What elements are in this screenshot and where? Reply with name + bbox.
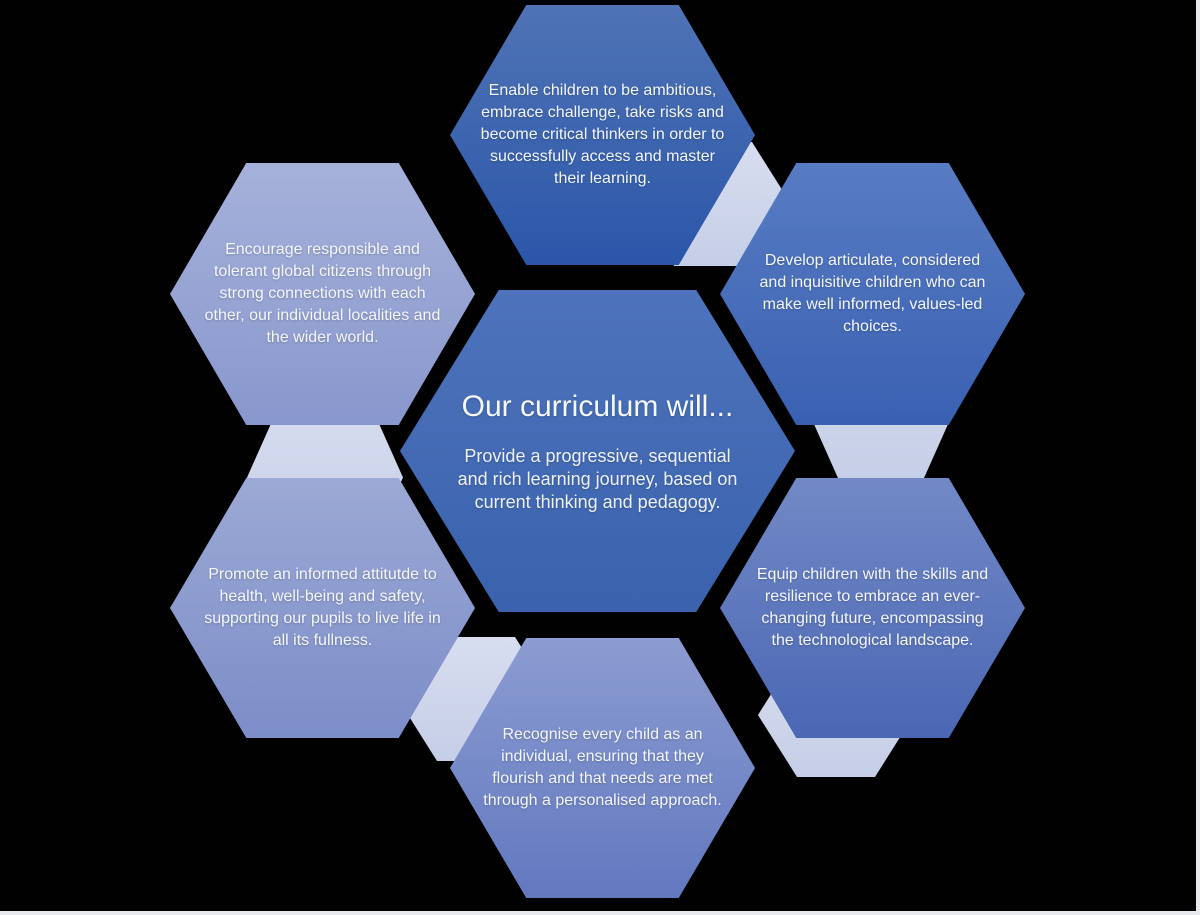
hexagon-node-text: Equip children with the skills and resil… xyxy=(756,565,989,650)
hexagon-node-center: Our curriculum will... Provide a progres… xyxy=(400,290,795,612)
hexagon-node-text: Develop articulate, considered and inqui… xyxy=(759,251,986,336)
center-body-text: Provide a progressive, sequential and ri… xyxy=(457,445,738,513)
diagram-title: Our curriculum will... xyxy=(461,390,734,424)
hexagon-node-text: Recognise every child as an individual, … xyxy=(483,725,722,810)
center-content: Our curriculum will... Provide a progres… xyxy=(438,387,758,515)
hexagon-node-text: Promote an informed attitutde to health,… xyxy=(204,565,441,650)
hexagon-node-bottom-right: Equip children with the skills and resil… xyxy=(720,478,1025,738)
hexagon-node-text: Enable children to be ambitious, embrace… xyxy=(480,81,725,188)
hexagon-node-top-left: Encourage responsible and tolerant globa… xyxy=(170,163,475,425)
hexagon-node-text: Encourage responsible and tolerant globa… xyxy=(204,240,441,347)
